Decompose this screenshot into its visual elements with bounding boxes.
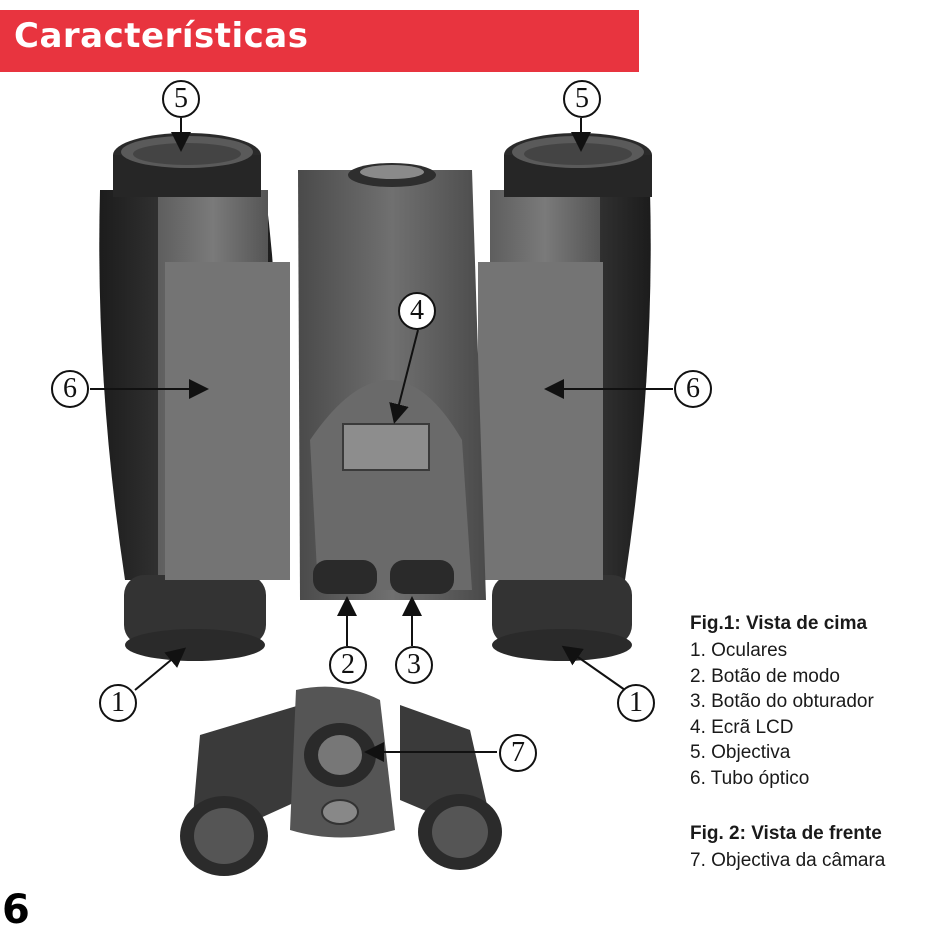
legend-fig1-title: Fig.1: Vista de cima <box>690 613 868 634</box>
center-body <box>165 163 603 600</box>
legend-fig2-list: 7. Objectiva da câmara <box>690 848 885 874</box>
front-view-binoculars <box>180 686 502 876</box>
page-title: Características <box>14 16 309 56</box>
list-item: 2. Botão de modo <box>690 665 840 687</box>
list-item: 6. Tubo óptico <box>690 767 810 789</box>
callout-1-left: 1 <box>99 684 137 722</box>
list-item: 7. Objectiva da câmara <box>690 849 886 871</box>
legend: Fig.1: Vista de cima 1. Oculares 2. Botã… <box>690 612 885 873</box>
legend-fig2-title: Fig. 2: Vista de frente <box>690 822 882 844</box>
callout-6-left: 6 <box>51 370 89 408</box>
callout-4: 4 <box>398 292 436 330</box>
callout-6-right: 6 <box>674 370 712 408</box>
list-item: 5. Objectiva <box>690 742 791 764</box>
page-number: 6 <box>2 887 30 933</box>
callout-7: 7 <box>499 734 537 772</box>
leader-lines <box>90 118 673 762</box>
list-item: 4. Ecrã LCD <box>690 716 794 738</box>
callout-5-right: 5 <box>563 80 601 118</box>
list-item: 1. Oculares <box>690 640 788 661</box>
list-item: 3. Botão do obturador <box>690 691 874 713</box>
header-band <box>0 10 639 72</box>
callout-3: 3 <box>395 646 433 684</box>
callout-1-right: 1 <box>617 684 655 722</box>
legend-spacer <box>690 792 885 822</box>
callout-2: 2 <box>329 646 367 684</box>
callout-5-left: 5 <box>162 80 200 118</box>
legend-fig1-list: 1. Oculares 2. Botão de modo 3. Botão do… <box>690 638 885 792</box>
